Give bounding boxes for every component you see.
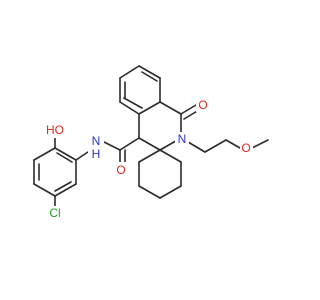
molecule-canvas: O N O O N H HO Cl bbox=[33, 65, 269, 220]
amide-hydrogen-label: H bbox=[92, 147, 101, 161]
ring-nitrogen-label: N bbox=[178, 132, 187, 146]
bond bbox=[225, 139, 241, 149]
bond bbox=[119, 65, 140, 79]
lactam-oxygen-label: O bbox=[198, 98, 207, 112]
bond bbox=[103, 141, 121, 151]
hydroxyl-label: HO bbox=[46, 123, 64, 137]
bond bbox=[251, 139, 269, 149]
bond bbox=[159, 185, 182, 199]
bond bbox=[138, 149, 161, 163]
bond bbox=[138, 137, 161, 151]
bond bbox=[56, 152, 73, 163]
bond bbox=[54, 183, 77, 197]
bond bbox=[119, 137, 140, 151]
bond bbox=[123, 97, 143, 109]
bond bbox=[54, 181, 72, 192]
bond-lines bbox=[33, 65, 269, 209]
bond bbox=[204, 139, 227, 153]
structure-drawing: O N O O N H HO Cl bbox=[33, 65, 269, 220]
bond bbox=[33, 183, 56, 197]
bond bbox=[159, 101, 182, 115]
ether-oxygen-label: O bbox=[241, 141, 250, 155]
bond bbox=[180, 104, 197, 115]
chlorine-label: Cl bbox=[49, 206, 60, 220]
bond bbox=[54, 147, 77, 161]
bond bbox=[187, 141, 206, 153]
bond bbox=[138, 185, 161, 199]
bond bbox=[141, 71, 158, 82]
bond bbox=[138, 65, 161, 79]
bond bbox=[33, 147, 56, 161]
atom-labels: O N O O N H HO Cl bbox=[44, 98, 253, 220]
bond bbox=[159, 149, 182, 163]
amide-nitrogen-label: N bbox=[92, 134, 101, 148]
bond bbox=[75, 151, 89, 161]
bond bbox=[138, 101, 161, 115]
amide-oxygen-label: O bbox=[116, 163, 125, 177]
bond bbox=[119, 101, 140, 115]
